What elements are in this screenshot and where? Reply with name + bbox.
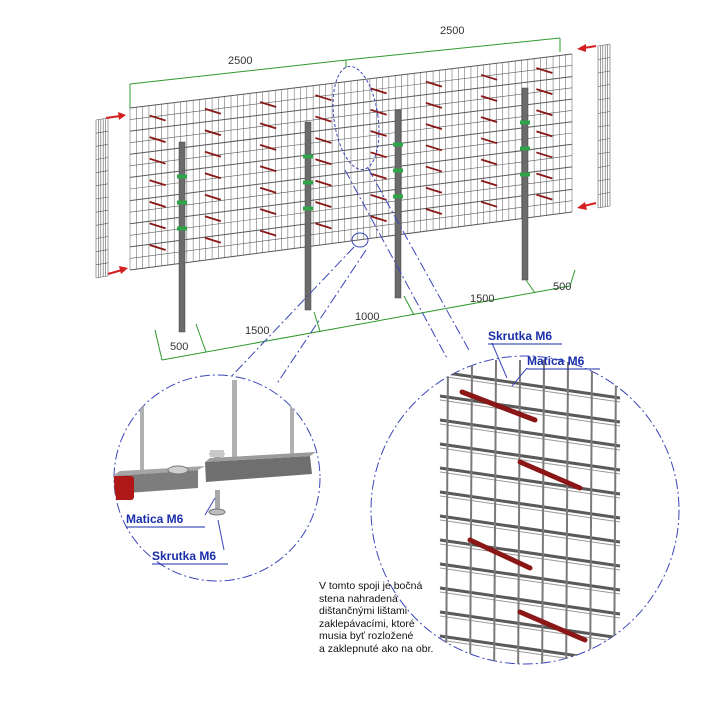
- fence-posts: [177, 87, 530, 333]
- detail-mesh: [439, 359, 621, 664]
- dimension-label: 1500: [470, 293, 494, 305]
- dimension-label: 2500: [228, 55, 252, 67]
- arrow-left-icon: [577, 202, 597, 210]
- side-panel-left: [95, 117, 109, 279]
- mesh-panels: [129, 53, 573, 271]
- note-line: dištančnými lištami: [319, 605, 408, 618]
- note-line: a zaklepnuté ako na obr.: [319, 642, 434, 655]
- fence-overview: [95, 43, 611, 333]
- dimension-label: 1000: [355, 311, 379, 323]
- arrow-right-icon: [105, 112, 126, 120]
- nut-callout-label: Matica M6: [527, 354, 585, 368]
- side-panel-right: [597, 43, 611, 209]
- detail-markers: [332, 65, 380, 248]
- leader-lines: [227, 167, 471, 386]
- note-line: stena nahradená: [319, 592, 398, 605]
- dimension-label: 500: [170, 341, 188, 353]
- note-line: zaklepávacími, ktoré: [319, 617, 415, 630]
- bolt-callout-label: Skrutka M6: [488, 329, 552, 343]
- nut-callout-label: Matica M6: [126, 512, 184, 526]
- detail-view-right: Skrutka M6 Matica M6: [370, 329, 680, 665]
- dimension-label: 2500: [440, 25, 464, 37]
- dimension-label: 1500: [245, 325, 269, 337]
- detail-spacers: [459, 389, 588, 643]
- spacer-bars: [149, 67, 553, 251]
- dimension-labels: 2500 2500 500 1500 1000 1500 500: [170, 25, 571, 353]
- note-line: V tomto spoji je bočná: [319, 580, 423, 592]
- bolt-callout-label: Skrutka M6: [152, 549, 216, 563]
- arrow-left-icon: [577, 44, 597, 52]
- detail-view-left: Matica M6 Skrutka M6: [113, 374, 321, 582]
- assembly-note: V tomto spoji je bočná stena nahradená d…: [319, 580, 469, 656]
- arrow-right-icon: [107, 266, 128, 275]
- note-line: musia byť rozložené: [319, 630, 414, 643]
- dimension-label: 500: [553, 281, 571, 293]
- dimensions: [129, 37, 576, 361]
